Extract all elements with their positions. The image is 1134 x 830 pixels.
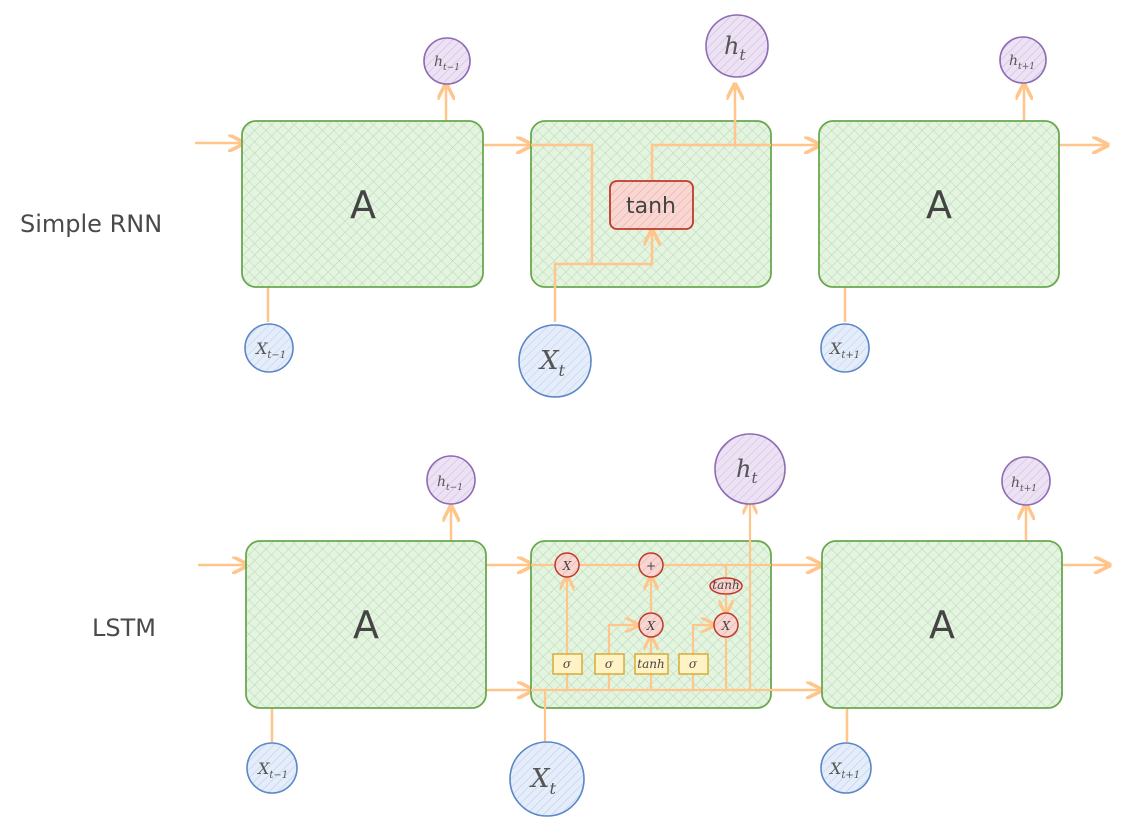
svg-text:σ: σ (605, 657, 614, 671)
svg-text:Xt+1: Xt+1 (828, 339, 860, 361)
rnn-cell-left (241, 120, 484, 288)
rnn-input-x-cur: Xt (518, 324, 592, 398)
svg-text:ht−1: ht−1 (434, 54, 460, 73)
rnn-middle-internal-paths (531, 86, 771, 322)
lstm-cell-right (821, 540, 1063, 709)
lstm-cell-left-label: A (353, 603, 379, 647)
tanh-activation-box (609, 180, 694, 230)
svg-text:tanh: tanh (712, 578, 739, 592)
lstm-op-add: + (638, 552, 664, 578)
svg-text:Xt: Xt (529, 764, 557, 798)
svg-text:X: X (562, 559, 572, 573)
lstm-gate-output: σ (678, 653, 709, 675)
lstm-cell-left (245, 540, 487, 709)
rnn-input-x-next: Xt+1 (820, 323, 870, 373)
lstm-op-forget-mult: X (554, 552, 580, 578)
svg-text:X: X (646, 619, 656, 633)
svg-text:Xt−1: Xt−1 (254, 339, 286, 361)
lstm-cell-right-label: A (929, 603, 955, 647)
lstm-output-h-next: ht+1 (1001, 456, 1051, 506)
tanh-activation-label: tanh (626, 194, 676, 219)
row-label-simple-rnn: Simple RNN (20, 210, 162, 238)
svg-text:+: + (646, 559, 656, 573)
rnn-arrows (195, 86, 1106, 322)
lstm-input-x-prev: Xt−1 (246, 742, 298, 794)
lstm-row: A (198, 433, 1108, 817)
svg-text:Xt+1: Xt+1 (828, 759, 860, 781)
svg-text:σ: σ (689, 657, 698, 671)
lstm-output-h-prev: ht−1 (426, 455, 476, 505)
lstm-input-x-cur: Xt (509, 741, 585, 817)
svg-text:tanh: tanh (637, 657, 664, 671)
rnn-output-h-prev: ht−1 (423, 37, 471, 85)
svg-text:ht−1: ht−1 (437, 474, 463, 493)
lstm-output-h-cur: ht (714, 433, 786, 505)
row-label-lstm: LSTM (92, 614, 156, 642)
rnn-cell-right-label: A (926, 183, 952, 227)
lstm-op-input-mult: X (638, 612, 664, 638)
lstm-arrows (198, 506, 1108, 742)
rnn-input-x-prev: Xt−1 (244, 323, 294, 373)
lstm-gate-candidate: tanh (634, 653, 669, 675)
lstm-gate-input: σ (594, 653, 625, 675)
svg-text:σ: σ (563, 657, 572, 671)
svg-text:ht+1: ht+1 (1011, 475, 1037, 494)
lstm-op-cell-tanh: tanh (709, 577, 743, 595)
svg-text:ht: ht (724, 32, 746, 64)
svg-text:ht: ht (736, 455, 758, 487)
rnn-output-h-next: ht+1 (999, 36, 1047, 84)
svg-text:ht+1: ht+1 (1009, 53, 1035, 72)
svg-text:Xt: Xt (538, 346, 566, 380)
rnn-cell-left-label: A (350, 183, 376, 227)
rnn-row: A tanh A Xt−1 Xt Xt+1 ht−1 (195, 14, 1106, 398)
rnn-cell-right (818, 120, 1060, 288)
svg-text:X: X (721, 619, 731, 633)
rnn-output-h-cur: ht (705, 14, 769, 78)
lstm-gate-forget: σ (552, 653, 583, 675)
svg-text:Xt−1: Xt−1 (256, 759, 288, 781)
lstm-op-output-mult: X (713, 612, 739, 638)
lstm-input-x-next: Xt+1 (820, 742, 872, 794)
